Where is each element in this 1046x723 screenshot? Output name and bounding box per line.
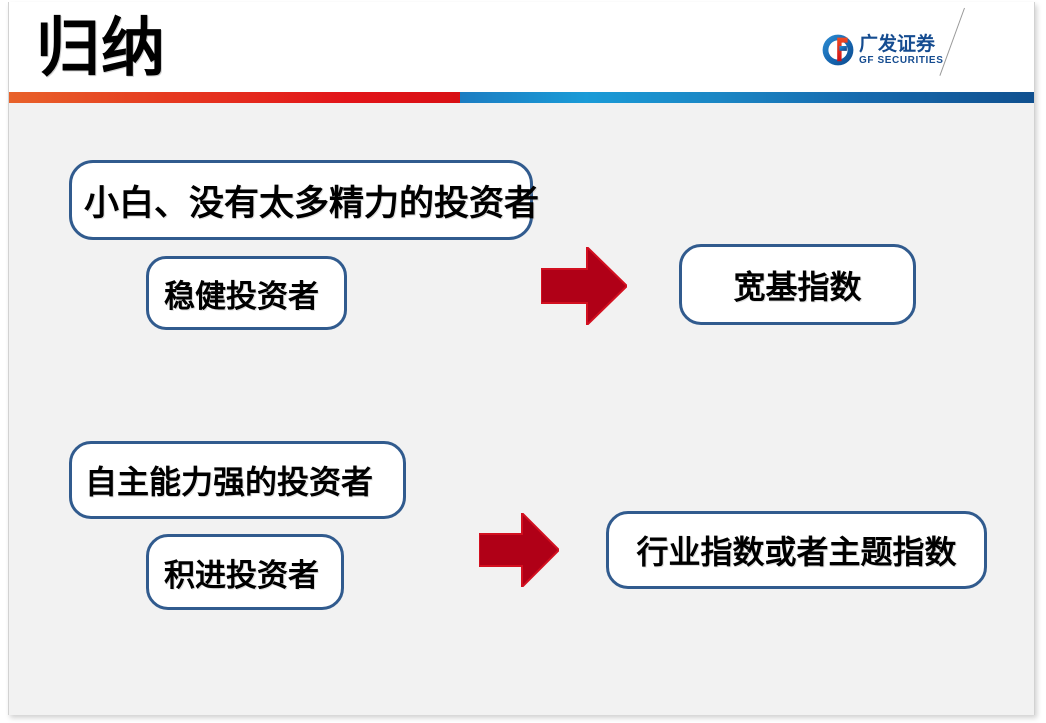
- slide-body: 小白、没有太多精力的投资者 稳健投资者 宽基指数 自主能力强的投资者 积进投资者…: [9, 103, 1034, 715]
- diagram-box-steady-investor[interactable]: 稳健投资者: [146, 256, 347, 330]
- diagram-box-aggressive-investor[interactable]: 积进投资者: [146, 534, 344, 610]
- brand-logo-text: 广发证券 GF SECURITIES: [859, 35, 943, 66]
- diagram-box-label: 积进投资者: [164, 557, 319, 593]
- diagram-box-sector-or-thematic-index[interactable]: 行业指数或者主题指数: [606, 511, 987, 589]
- diagram-box-label: 行业指数或者主题指数: [636, 534, 957, 570]
- right-arrow-icon: [541, 247, 627, 325]
- diagram-box-self-driven-investor[interactable]: 自主能力强的投资者: [69, 441, 406, 519]
- brand-name-cn: 广发证券: [859, 33, 936, 55]
- divider-segment-red: [9, 92, 460, 103]
- divider-segment-blue: [460, 92, 1034, 103]
- page-title: 归纳: [36, 12, 166, 84]
- diagram-box-label: 自主能力强的投资者: [85, 464, 374, 500]
- right-arrow-icon: [479, 513, 559, 587]
- gf-securities-logo-icon: [821, 33, 855, 67]
- slide-header: 归纳: [9, 2, 1034, 92]
- diagram-box-label: 宽基指数: [733, 268, 862, 305]
- presentation-slide: 归纳: [8, 2, 1035, 715]
- header-divider-bar: [9, 92, 1034, 103]
- diagram-box-label: 稳健投资者: [164, 278, 319, 314]
- diagram-box-broad-based-index[interactable]: 宽基指数: [679, 244, 916, 325]
- diagram-box-novice-investor[interactable]: 小白、没有太多精力的投资者: [69, 160, 539, 240]
- brand-name-en: GF SECURITIES: [859, 54, 944, 66]
- brand-logo: 广发证券 GF SECURITIES: [821, 30, 943, 70]
- diagram-box-label: 小白、没有太多精力的投资者: [84, 183, 540, 223]
